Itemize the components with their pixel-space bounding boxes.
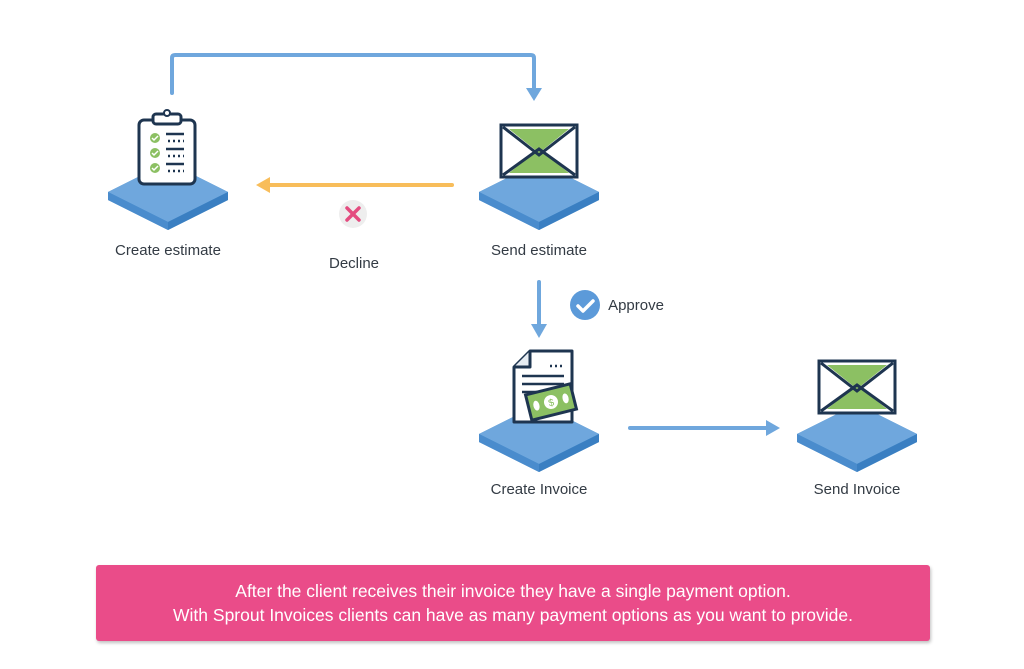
clipboard-checklist-icon <box>137 109 197 186</box>
banner-line-1: After the client receives their invoice … <box>235 581 791 601</box>
label-approve: Approve <box>608 297 664 314</box>
node-create-invoice: $ <box>479 349 599 472</box>
label-decline: Decline <box>328 255 380 272</box>
label-send-invoice: Send Invoice <box>813 481 901 498</box>
arrow-create-to-send-invoice <box>628 420 780 436</box>
svg-text:$: $ <box>547 397 555 409</box>
node-send-estimate <box>479 123 599 230</box>
node-create-estimate <box>108 109 228 230</box>
invoice-money-icon: $ <box>512 349 579 424</box>
banner-line-2: With Sprout Invoices clients can have as… <box>173 605 853 625</box>
info-banner: After the client receives their invoice … <box>96 565 930 641</box>
decline-x-icon <box>339 200 367 228</box>
arrow-approve <box>531 280 547 338</box>
label-create-invoice: Create Invoice <box>490 481 588 498</box>
label-send-estimate: Send estimate <box>491 242 587 259</box>
node-send-invoice <box>797 359 917 472</box>
approve-check-icon <box>570 290 600 320</box>
arrow-decline <box>256 177 454 193</box>
label-create-estimate: Create estimate <box>115 242 221 259</box>
arrow-create-to-send-estimate <box>170 53 542 101</box>
envelope-icon <box>499 123 579 179</box>
envelope-icon <box>817 359 897 415</box>
